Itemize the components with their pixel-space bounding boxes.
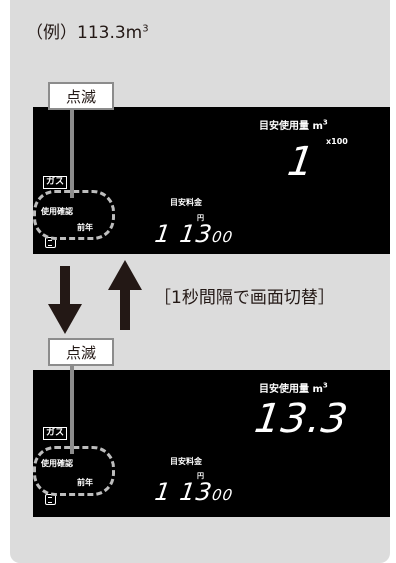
gas-badge: ガス: [43, 176, 68, 189]
leader-line-1: [70, 108, 74, 198]
fee-value: 1 1300: [153, 220, 235, 248]
usage-label: 目安使用量 m3: [259, 118, 328, 132]
fee-label: 目安料金: [170, 198, 202, 207]
up-arrow-icon: [108, 260, 142, 330]
prev-year-label: 前年: [77, 478, 93, 487]
usage-confirm-label: 使用確認: [41, 207, 73, 216]
fee-value: 1 1300: [153, 478, 235, 506]
usage-value: 13.3: [251, 396, 352, 442]
down-arrow-icon: [48, 266, 82, 334]
highlight-oval-1: [33, 190, 115, 240]
usage-confirm-label: 使用確認: [41, 459, 73, 468]
prev-year-label: 前年: [77, 223, 93, 232]
yen-label: 円: [197, 472, 204, 480]
leader-line-2: [70, 364, 74, 454]
switch-interval-note: ［1秒間隔で画面切替］: [154, 288, 335, 308]
usage-label: 目安使用量 m3: [259, 381, 328, 395]
yen-label: 円: [197, 214, 204, 222]
gas-badge: ガス: [43, 427, 68, 440]
fee-label: 目安料金: [170, 457, 202, 466]
blink-label-1: 点滅: [48, 82, 114, 110]
multiplier-label: x100: [326, 137, 348, 146]
highlight-oval-2: [33, 446, 115, 496]
meter-screen-1: 目安使用量 m3 x100 1 ガス 使用確認 前年 目安料金 円 1 1300: [33, 107, 390, 254]
usage-value: 1: [284, 139, 318, 185]
blink-label-2: 点滅: [48, 338, 114, 366]
meter-screen-2: 目安使用量 m3 13.3 ガス 使用確認 前年 目安料金 円 1 1300: [33, 370, 390, 517]
example-caption: （例）113.3m3: [26, 23, 149, 43]
